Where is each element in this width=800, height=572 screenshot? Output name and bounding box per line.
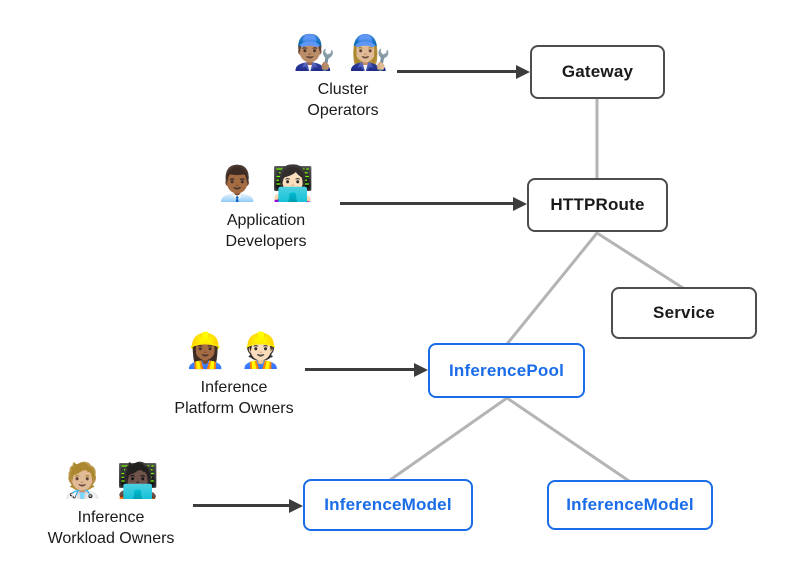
construction-workers-emoji: 👷🏾‍♀️ 👷🏻 (183, 332, 285, 370)
node-inferencemodel-2: InferenceModel (547, 480, 713, 530)
persona-label-line: Operators (307, 102, 379, 119)
persona-label-line: Platform Owners (174, 400, 294, 417)
connector-inferencepool-inferencemodel-1 (388, 396, 509, 482)
persona-label-line: Workload Owners (47, 530, 175, 547)
node-gateway: Gateway (530, 45, 665, 99)
connector-inferencepool-inferencemodel-2 (505, 396, 631, 483)
node-inferencemodel-1: InferenceModel (303, 479, 473, 531)
connector-httproute-inferencepool (505, 231, 599, 346)
arrow-cluster-operators-to-gateway (397, 70, 516, 73)
persona-label-line: Cluster (317, 81, 369, 98)
persona-application-developers: 👨🏾‍💼 👩🏻‍💻 Application Developers (176, 161, 356, 252)
persona-label-line: Application (226, 212, 306, 229)
persona-inference-platform-owners: 👷🏾‍♀️ 👷🏻 Inference Platform Owners (144, 328, 324, 419)
office-worker-technologist-emoji: 👨🏾‍💼 👩🏻‍💻 (215, 165, 317, 203)
connector-httproute-service (595, 231, 685, 290)
node-httproute: HTTPRoute (527, 178, 668, 232)
node-service: Service (611, 287, 757, 339)
persona-inference-workload-owners: 🧑🏼‍⚕️ 🧑🏿‍💻 Inference Workload Owners (21, 458, 201, 549)
arrow-workload-owners-to-inferencemodel (193, 504, 289, 507)
arrow-application-developers-to-httproute (340, 202, 513, 205)
health-worker-technologist-emoji: 🧑🏼‍⚕️ 🧑🏿‍💻 (60, 462, 162, 500)
persona-label-line: Inference (77, 509, 145, 526)
mechanics-emoji: 👨🏽‍🔧 👩🏼‍🔧 (292, 34, 394, 72)
arrow-platform-owners-to-inferencepool (305, 368, 414, 371)
persona-label-line: Inference (200, 379, 268, 396)
node-inferencepool: InferencePool (428, 343, 585, 398)
persona-cluster-operators: 👨🏽‍🔧 👩🏼‍🔧 Cluster Operators (253, 30, 433, 121)
persona-label-line: Developers (225, 233, 307, 250)
